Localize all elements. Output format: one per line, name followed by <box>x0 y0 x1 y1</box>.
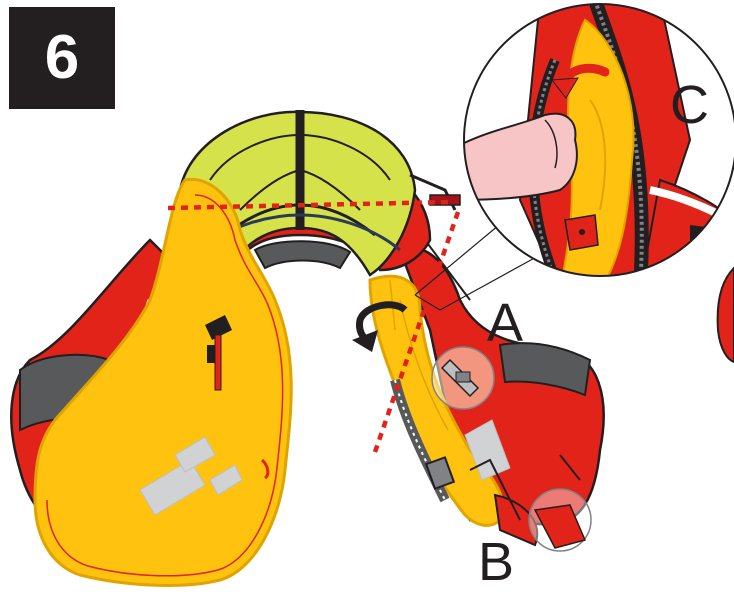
label-b: B <box>478 535 514 589</box>
step-number-badge: 6 <box>9 7 115 109</box>
detail-circle-a <box>432 347 494 409</box>
adjacent-figure-edge <box>718 268 734 362</box>
detail-circle-b <box>529 489 591 551</box>
label-a: A <box>487 296 523 350</box>
detail-circle-c <box>460 0 734 290</box>
step-number: 6 <box>45 27 79 89</box>
label-c: C <box>670 78 709 132</box>
